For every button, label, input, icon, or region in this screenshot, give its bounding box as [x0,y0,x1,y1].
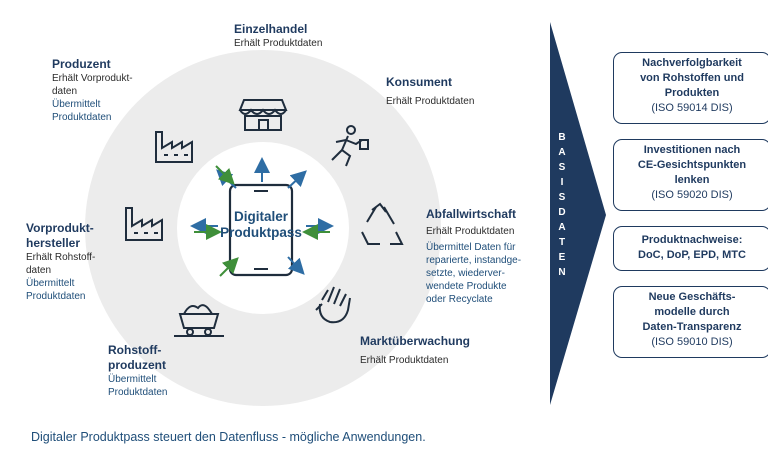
mine-cart-icon [174,304,224,337]
basisdaten-chevron [550,22,606,405]
node-rohstoffproduzent: Rohstoff- produzent Übermittelt Produktd… [108,343,168,399]
node-sub: Erhält Produktdaten [234,38,323,49]
factory-icon [155,131,193,163]
data-flow-arrows [190,157,334,277]
basis-letter: A [558,147,566,158]
node-sub: daten [52,86,78,97]
node-title: produzent [108,358,166,372]
box-line: Produkten [664,87,720,99]
node-blue: Produktdaten [26,291,86,302]
node-marktueberwachung: Marktüberwachung Erhält Produktdaten [360,334,470,367]
node-title: Marktüberwachung [360,334,471,348]
node-blue: Übermittelt [52,99,101,110]
basis-letter: D [558,207,566,218]
basis-letter: N [558,267,566,278]
node-konsument: Konsument Erhält Produktdaten [386,75,474,108]
runner-icon [331,125,369,167]
node-sub: Erhält Produktdaten [426,226,515,237]
node-sub: Erhält Rohstoff- [26,252,96,263]
node-title: Konsument [386,75,452,89]
box-line: Daten-Transparenz [642,321,742,333]
phone-icon [228,183,294,277]
node-blue: Übermittelt [26,278,75,289]
box-sub: (ISO 59020 DIS) [651,189,733,201]
basis-letter: B [558,132,566,143]
shop-icon [238,99,288,131]
basis-letter: A [558,222,566,233]
node-title: Vorprodukt- [26,221,94,235]
box-line: CE-Gesichtspunkten [637,159,747,171]
basis-letter: S [558,162,566,173]
node-blue: oder Recyclate [426,294,493,305]
box-line: Investitionen nach [643,144,741,156]
center-label-line1: Digitaler [233,209,288,224]
box-line: Neue Geschäfts- [648,291,736,303]
application-box-certificates: Produktnachweise: DoC, DoP, EPD, MTC [613,226,768,271]
factory-icon [125,207,163,241]
node-vorprodukthersteller: Vorprodukt- hersteller Erhält Rohstoff- … [26,221,95,303]
node-title: Produzent [52,57,111,71]
basis-letter: S [558,192,566,203]
node-blue: Übermittelt [108,374,157,385]
basis-letter: E [558,252,566,263]
center-label-line2: Produktpass [220,225,302,240]
box-sub: (ISO 59010 DIS) [651,336,733,348]
node-produzent: Produzent Erhält Vorprodukt- daten Überm… [52,57,133,124]
node-sub: daten [26,265,52,276]
center-label: Digitaler Produktpass [216,209,306,241]
application-box-business-models: Neue Geschäfts- modelle durch Daten-Tran… [613,286,768,358]
box-sub: (ISO 59014 DIS) [651,102,733,114]
node-einzelhandel: Einzelhandel Erhält Produktdaten [234,22,322,50]
basis-letter: T [558,237,566,248]
application-box-traceability: Nachverfolgbarkeit von Rohstoffen und Pr… [613,52,768,124]
node-sub: Erhält Produktdaten [360,355,449,366]
box-line: lenken [674,174,710,186]
caption: Digitaler Produktpass steuert den Datenf… [31,430,426,444]
application-box-investments: Investitionen nach CE-Gesichtspunkten le… [613,139,768,211]
hand-icon [315,286,351,324]
box-line: DoC, DoP, EPD, MTC [638,249,746,261]
node-title: Einzelhandel [234,22,308,36]
node-blue: wendete Produkte [426,281,507,292]
node-blue: reparierte, instandge- [426,255,522,266]
box-line: modelle durch [654,306,730,318]
node-title: Rohstoff- [108,343,162,357]
box-line: Nachverfolgbarkeit [642,57,742,69]
node-abfallwirtschaft: Abfallwirtschaft Erhält Produktdaten Übe… [426,207,521,306]
node-blue: setzte, wiederver- [426,268,505,279]
node-blue: Produktdaten [108,387,168,398]
node-title: Abfallwirtschaft [426,207,517,221]
box-line: Produktnachweise: [641,234,743,246]
node-sub: Erhält Produktdaten [386,96,475,107]
box-line: von Rohstoffen und [640,72,744,84]
recycle-icon [361,202,404,245]
node-title: hersteller [26,236,81,250]
node-blue: Produktdaten [52,112,112,123]
basis-letter: I [560,177,564,188]
node-sub: Erhält Vorprodukt- [52,73,133,84]
node-blue: Übermittel Daten für [426,242,516,253]
